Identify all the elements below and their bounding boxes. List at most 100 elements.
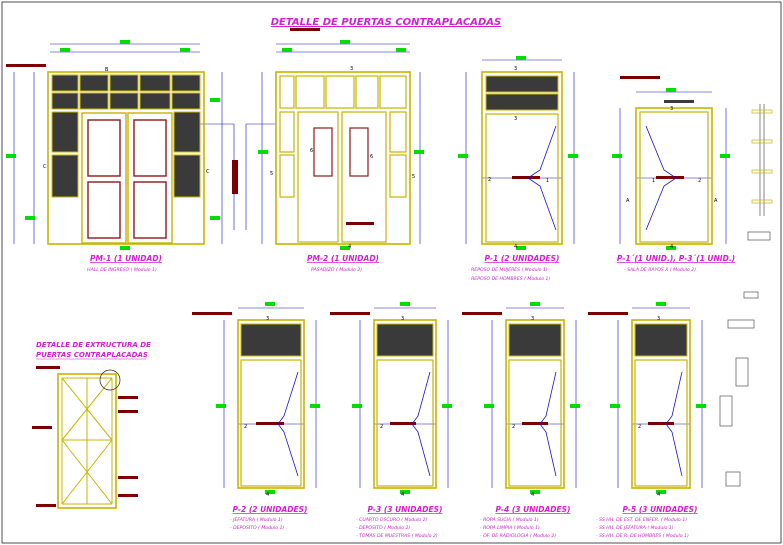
mark-1: 1 [546, 178, 549, 184]
door-note: - REPOSO DE HOMBRES ( Modulo 1) [468, 276, 550, 282]
door-note: - ROPA SUCIA ( Modulo 1) [480, 517, 539, 523]
mark-3: 3 [401, 316, 404, 322]
door-note: - OF. DE RADIOLOGIA ( Modulo 2) [480, 533, 556, 539]
door-leaf [634, 359, 688, 487]
mark-c-right: C [206, 169, 210, 175]
door-p3: 3 2 4 P-3 (3 UNIDADES) - CUARTO OSCURO (… [330, 302, 452, 539]
glass-transom [634, 323, 688, 357]
door-note: - REPOSO DE MUJERES ( Modulo 1) [468, 267, 548, 273]
frame-bracing [61, 377, 113, 505]
leader-bar [462, 312, 502, 315]
structure-title-line: PUERTAS CONTRAPLACADAS [36, 351, 148, 359]
dimension-tags [484, 302, 580, 494]
swing-lines [665, 371, 683, 477]
dimension-tags [216, 302, 320, 494]
glass-transom [376, 323, 434, 357]
door-note: - SS.HH. DE R. DE HOMBRES ( Modulo 1) [596, 533, 689, 539]
structure-detail: DETALLE DE EXTRUCTURA DE PUERTAS CONTRAP… [32, 341, 151, 509]
glass-panels [51, 74, 201, 198]
leader-bar [232, 160, 238, 194]
door-note: - SS.HH. DE JEFATURA ( Modulo 1) [596, 525, 674, 531]
leader-bar [256, 422, 284, 425]
mark-4: 4 [514, 244, 517, 250]
glass-transom [508, 323, 562, 357]
door-note: - DEPOSITO ( Modulo 2) [356, 525, 410, 531]
door-note: - PASADIZO ( Modulo 2) [308, 267, 362, 273]
door-label: P-4 (3 UNIDADES) [496, 505, 571, 514]
door-leaves [81, 112, 173, 244]
leader-bar [620, 76, 660, 79]
mark-a: A [626, 198, 630, 204]
mark-4: 4 [266, 492, 269, 498]
mark-3: 3 [657, 316, 660, 322]
dimension-tags [6, 40, 220, 250]
door-note: - HALL DE INGRESO ( Modulo 1) [84, 267, 157, 273]
glass-panels [279, 75, 407, 243]
door-p1: 3 3 2 1 4 P-1 (2 UNIDADES) - REPOSO DE M… [458, 56, 578, 282]
door-frame [275, 71, 411, 245]
door-p5: 3 2 4 P-5 (3 UNIDADES) - SS.HH. DE EST. … [588, 302, 706, 539]
mark-b: B [105, 67, 109, 73]
door-label: PM-2 (1 UNIDAD) [307, 254, 379, 263]
leader-bar [522, 422, 548, 425]
door-label: P-3 (3 UNIDADES) [368, 505, 443, 514]
door-leaf [485, 113, 559, 243]
glass-transom [485, 93, 559, 111]
door-label: P-5 (3 UNIDADES) [623, 505, 698, 514]
mark-3: 3 [266, 316, 269, 322]
door-note: - TOMAS DE MUESTRAS ( Modulo 2) [356, 533, 438, 539]
door-leaf [639, 111, 709, 243]
leader-bars [32, 396, 138, 507]
dimension-tags [610, 302, 706, 494]
door-note: - DEPOSITO ( Modulo 1) [230, 525, 284, 531]
mark-6: 6 [370, 154, 373, 160]
door-label: P-1 (2 UNIDADES) [485, 254, 560, 263]
dimension-tags [458, 56, 578, 250]
mark-4: 4 [401, 492, 404, 498]
door-note: - CUARTO OSCURO ( Modulo 2) [356, 517, 428, 523]
section-details [719, 104, 773, 487]
mark-2: 2 [638, 424, 641, 430]
door-leaf [376, 359, 434, 487]
door-pm1: B C C PM-1 (1 UNIDAD) - HALL DE INGRESO … [6, 40, 238, 273]
mark-2: 2 [698, 178, 701, 184]
dimension-tags [612, 88, 730, 250]
mark-4: 4 [657, 492, 660, 498]
mark-1: 1 [652, 178, 655, 184]
door-note: - SALA DE RAYOS X ( Modulo 2) [624, 267, 696, 273]
mark-5: 5 [270, 171, 273, 177]
mark-a: A [714, 198, 718, 204]
frame-outline [57, 373, 117, 509]
mark-5: 5 [412, 174, 415, 180]
door-leaf [240, 359, 302, 487]
leader-bar [330, 312, 370, 315]
leader-bar [6, 64, 46, 67]
door-label: PM-1 (1 UNIDAD) [90, 254, 162, 263]
dimension-lines [13, 43, 235, 245]
swing-lines [277, 371, 299, 477]
door-frame [635, 107, 713, 245]
mark-3: 3 [670, 106, 673, 112]
mark-2: 2 [380, 424, 383, 430]
mark-4: 4 [348, 244, 351, 250]
leader-bar [192, 312, 232, 315]
door-frame [481, 71, 563, 245]
mark-4: 4 [670, 244, 673, 250]
mark-3: 3 [531, 316, 534, 322]
door-frame [373, 319, 437, 489]
door-note: - ROPA LIMPIA ( Modulo 1) [480, 525, 540, 531]
leader-bar [648, 422, 674, 425]
mark-2: 2 [512, 424, 515, 430]
mark-6: 6 [310, 148, 313, 154]
door-frame [631, 319, 691, 489]
header-bar [664, 100, 694, 103]
leader-bar [346, 222, 374, 225]
leader-bar [588, 312, 628, 315]
mark-c-left: C [43, 164, 47, 170]
swing-lines [527, 125, 557, 231]
door-label: P-1´(1 UNID.), P-3´(1 UNID.) [617, 254, 735, 263]
door-p4: 3 2 4 P-4 (3 UNIDADES) - ROPA SUCIA ( Mo… [462, 302, 580, 539]
mark-2: 2 [244, 424, 247, 430]
